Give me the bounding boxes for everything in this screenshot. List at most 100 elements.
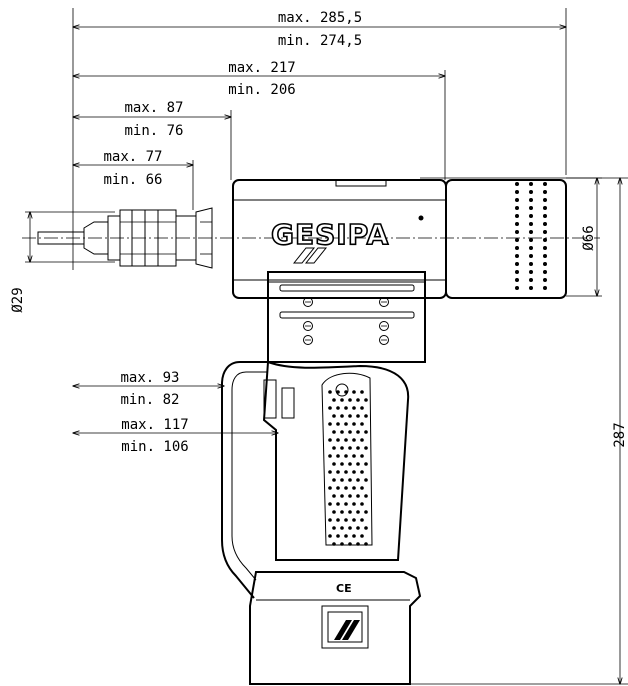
grip-dot <box>336 454 340 458</box>
dim-overall-min: min. 274,5 <box>278 33 362 49</box>
grip-dot <box>332 430 336 434</box>
grip-dot <box>364 430 368 434</box>
dimension-body: max. 217 min. 206 <box>73 60 445 180</box>
cylinder-dot <box>515 238 519 242</box>
grip-dot <box>348 398 352 402</box>
cylinder-dot <box>543 238 547 242</box>
grip-dot <box>360 454 364 458</box>
grip-dot <box>328 470 332 474</box>
grip-dot <box>352 518 356 522</box>
gesipa-logo: GESIPA <box>271 218 389 251</box>
cylinder-dot <box>515 214 519 218</box>
dimension-height: 287 <box>410 178 628 684</box>
grip-dot <box>336 438 340 442</box>
grip-dot <box>340 526 344 530</box>
cylinder-dot <box>515 278 519 282</box>
dim-overall-max: max. 285,5 <box>278 10 362 26</box>
screw-icon <box>379 321 389 331</box>
grip-dot <box>352 438 356 442</box>
grip-dot <box>336 422 340 426</box>
grip-dot <box>340 446 344 450</box>
cylinder-dot <box>515 206 519 210</box>
handle-grip-dots <box>328 390 368 546</box>
dimension-diameter-nose: Ø29 <box>10 212 115 313</box>
cylinder-dot <box>543 246 547 250</box>
cylinder-dot <box>543 198 547 202</box>
grip-dot <box>340 542 344 546</box>
grip-dot <box>328 534 332 538</box>
cylinder-dot <box>515 222 519 226</box>
grip-dot <box>356 430 360 434</box>
grip-dot <box>360 390 364 394</box>
grip-dot <box>364 542 368 546</box>
grip-dot <box>332 510 336 514</box>
grip-dot <box>344 470 348 474</box>
grip-dot <box>340 398 344 402</box>
grip-dot <box>360 470 364 474</box>
grip-dot <box>364 510 368 514</box>
cylinder-dot <box>529 262 533 266</box>
grip-dot <box>348 462 352 466</box>
cylinder-dot <box>515 230 519 234</box>
grip-dot <box>348 478 352 482</box>
valve-screws <box>303 297 389 345</box>
cylinder-dot <box>543 254 547 258</box>
grip-dot <box>344 454 348 458</box>
grip-dot <box>356 478 360 482</box>
screw-icon <box>303 321 313 331</box>
cylinder-dot <box>543 190 547 194</box>
dim-body-min: min. 206 <box>228 82 295 98</box>
grip-dot <box>348 542 352 546</box>
grip-dot <box>340 494 344 498</box>
cylinder-dot <box>529 206 533 210</box>
grip-dot <box>340 414 344 418</box>
dim-handle-min: min. 106 <box>121 439 188 455</box>
grip-dot <box>336 470 340 474</box>
grip-dot <box>328 390 332 394</box>
grip-dot <box>352 470 356 474</box>
grip-dot <box>332 542 336 546</box>
grip-dot <box>344 502 348 506</box>
battery-release <box>321 605 369 649</box>
grip-dot <box>332 494 336 498</box>
dimension-nosepiece: max. 87 min. 76 <box>73 100 231 180</box>
grip-dot <box>332 526 336 530</box>
dim-height: 287 <box>612 422 628 447</box>
grip-dot <box>356 526 360 530</box>
grip-dot <box>348 494 352 498</box>
cylinder-dot <box>515 286 519 290</box>
grip-dot <box>332 446 336 450</box>
dim-handle-max: max. 117 <box>121 417 188 433</box>
grip-dot <box>332 478 336 482</box>
cylinder-dot <box>529 270 533 274</box>
grip-dot <box>328 454 332 458</box>
ce-mark: CE <box>336 582 352 595</box>
cylinder-dot <box>543 278 547 282</box>
grip-dot <box>364 526 368 530</box>
grip-dot <box>336 502 340 506</box>
cylinder-dot <box>543 222 547 226</box>
cylinder-dot <box>543 206 547 210</box>
grip-dot <box>360 422 364 426</box>
grip-dot <box>352 534 356 538</box>
grip-dot <box>364 494 368 498</box>
dim-diameter-nose: Ø29 <box>10 287 26 312</box>
grip-dot <box>360 438 364 442</box>
cylinder-dot <box>543 214 547 218</box>
dimension-trigger: max. 93 min. 82 <box>73 370 224 408</box>
grip-dot <box>364 446 368 450</box>
cylinder-dot <box>543 262 547 266</box>
grip <box>262 360 410 561</box>
grip-dot <box>340 462 344 466</box>
cylinder-dot <box>515 182 519 186</box>
grip-dot <box>356 494 360 498</box>
grip-dot <box>328 518 332 522</box>
dim-mouthpiece-max: max. 77 <box>103 149 162 165</box>
cylinder-dot <box>515 198 519 202</box>
cylinder-dot <box>543 270 547 274</box>
grip-dot <box>336 486 340 490</box>
grip-dot <box>332 462 336 466</box>
rivet-tool: GESIPA CE <box>37 179 567 685</box>
grip-dot <box>348 526 352 530</box>
cylinder-dot <box>529 238 533 242</box>
